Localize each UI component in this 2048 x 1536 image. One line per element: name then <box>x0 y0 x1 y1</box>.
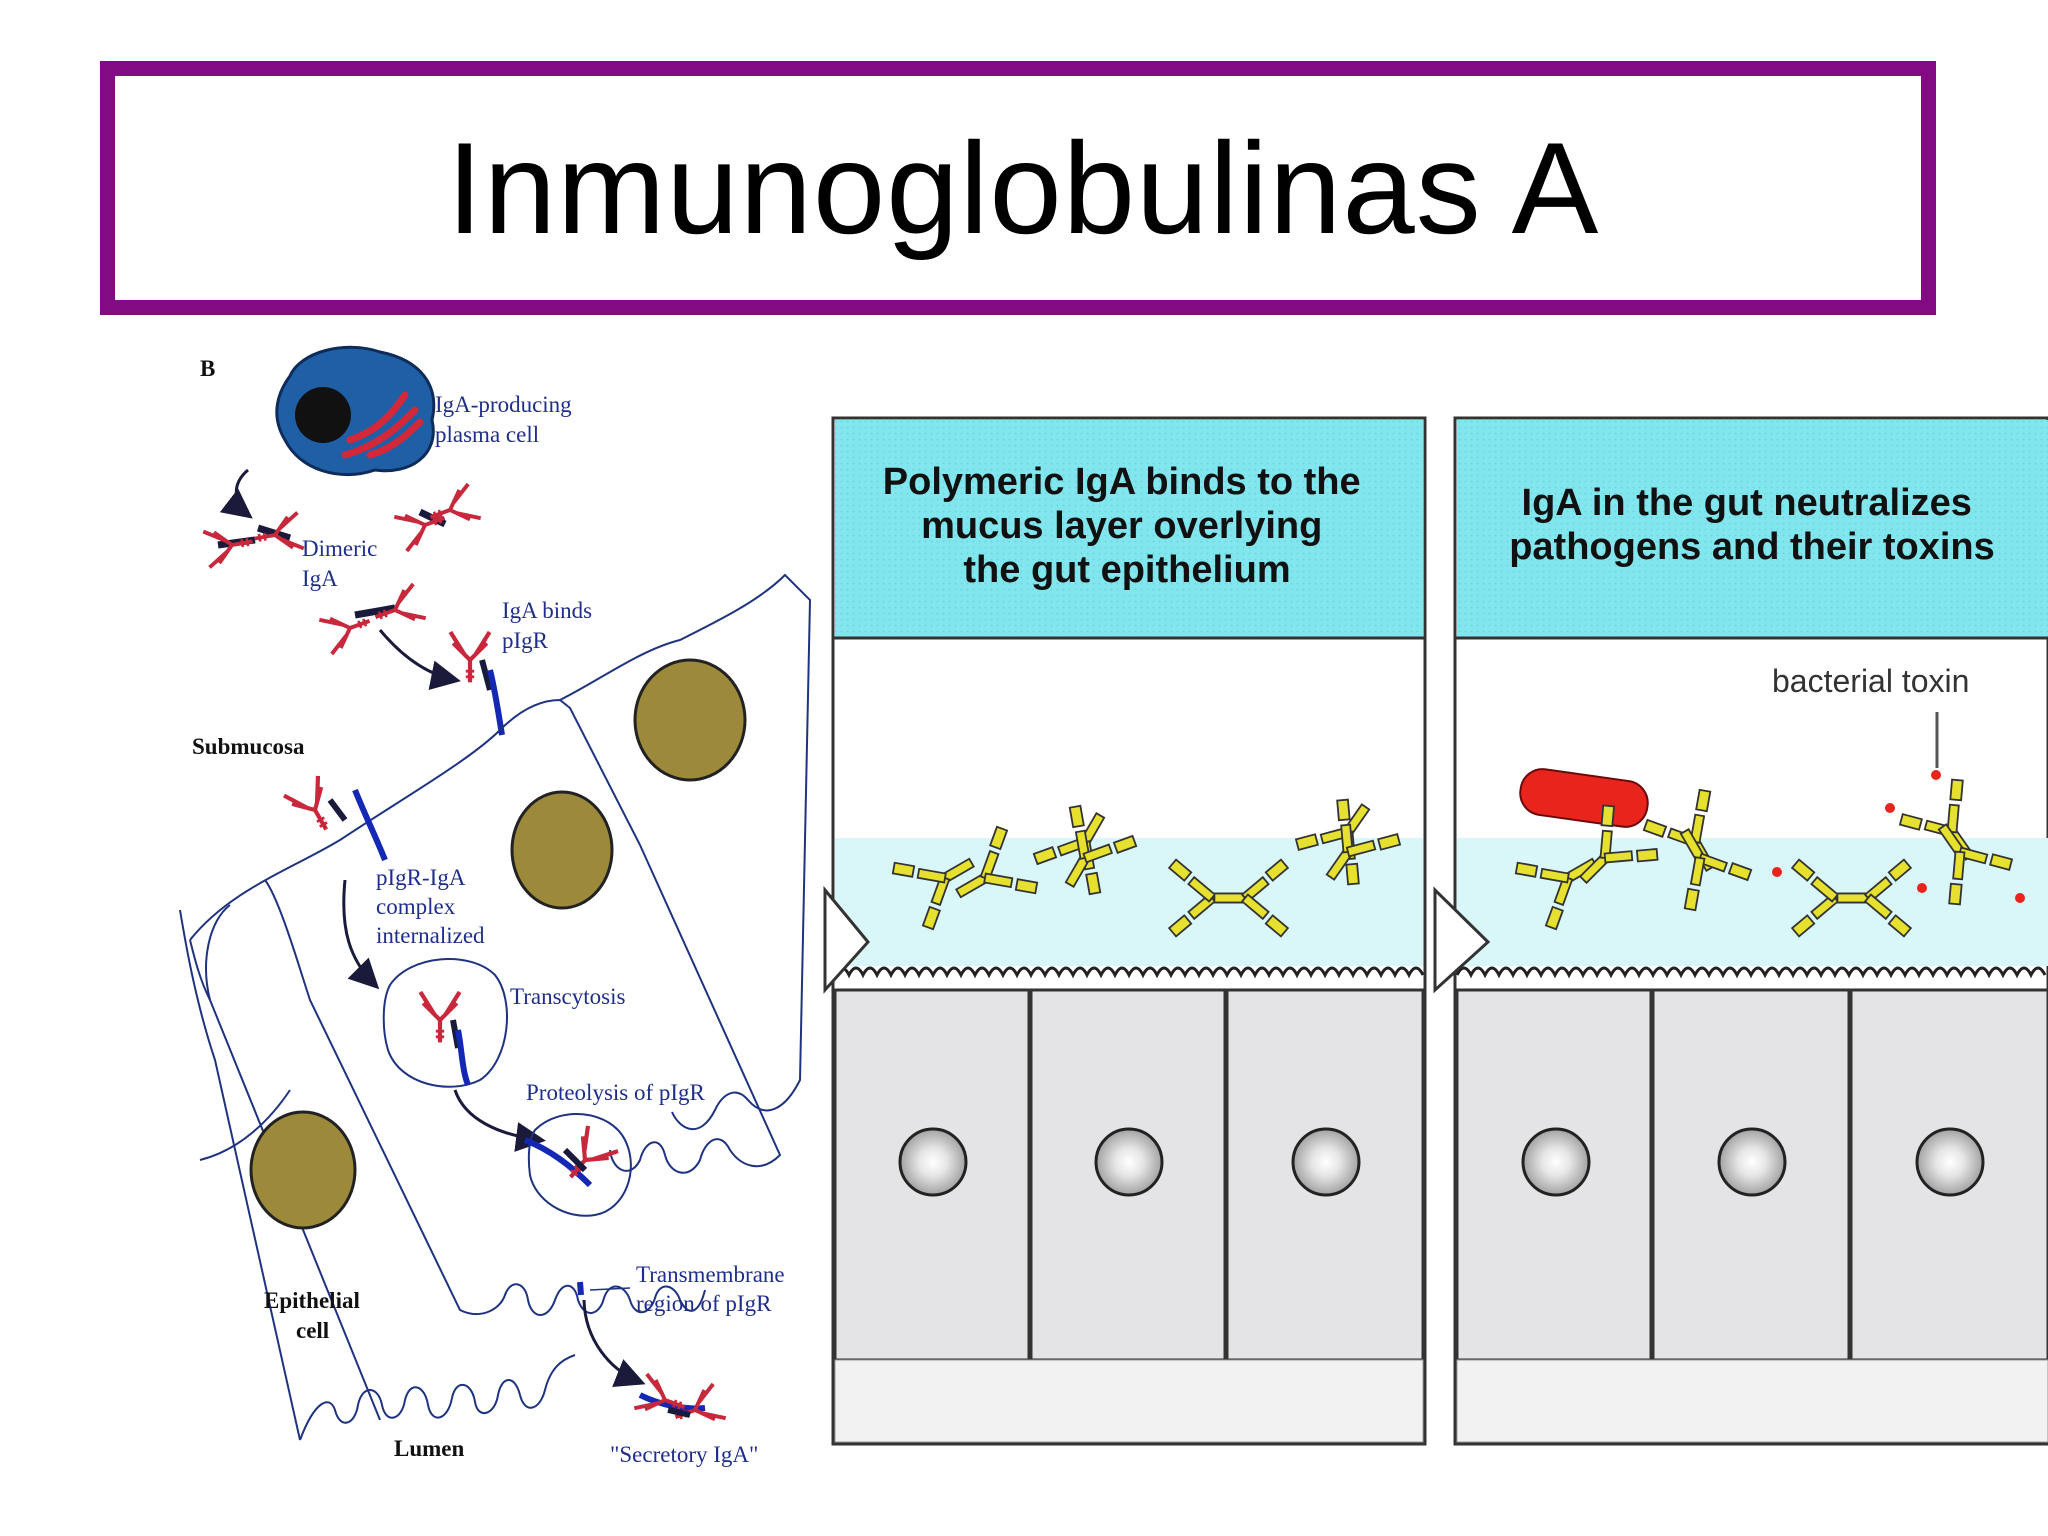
nucleus-3 <box>249 1110 357 1230</box>
label-complex: pIgR-IgA complex internalized <box>376 865 485 948</box>
panel-a-nucleus-3 <box>1291 1127 1361 1197</box>
panel-a-nucleus-1 <box>898 1127 968 1197</box>
panel-letter-b: B <box>200 356 215 381</box>
panel-a-title: Polymeric IgA binds to the mucus layer o… <box>883 461 1371 591</box>
label-proteolysis: Proteolysis of pIgR <box>526 1080 706 1105</box>
toxin-dot-2 <box>1885 803 1895 813</box>
nucleus-1 <box>633 658 747 782</box>
panel-b-nucleus-2 <box>1717 1127 1787 1197</box>
panel-a-microvilli <box>833 966 1425 979</box>
transmembrane-region <box>577 1281 646 1387</box>
plasma-cell <box>275 345 436 477</box>
panel-b-basement <box>1456 1359 2048 1443</box>
panel-a: Polymeric IgA binds to the mucus layer o… <box>823 416 1427 1446</box>
label-epithelial: Epithelial cell <box>264 1288 366 1343</box>
toxin-dot-4 <box>1772 867 1782 877</box>
slide-title: Inmunoglobulinas A <box>446 115 1600 261</box>
panel-a-basement <box>834 1359 1424 1443</box>
dimeric-iga <box>201 482 483 570</box>
toxin-dot-3 <box>2015 893 2025 903</box>
label-iga-binds: IgA binds pIgR <box>502 598 598 653</box>
bacterium <box>1519 768 1649 828</box>
panel-a-mucus <box>835 838 1423 966</box>
nucleus-2 <box>510 790 614 910</box>
left-figure: B IgA-producing plasma cell Dimeric IgA <box>179 345 812 1467</box>
label-bacterial-toxin: bacterial toxin <box>1772 663 1969 699</box>
toxin-dot-5 <box>1917 883 1927 893</box>
label-dimeric: Dimeric IgA <box>302 536 383 591</box>
epithelial-cells <box>179 573 812 1441</box>
panel-a-header <box>835 420 1423 638</box>
label-transcytosis: Transcytosis <box>510 984 625 1009</box>
pigr-iga-complex <box>284 776 388 990</box>
panel-b-title: IgA in the gut neutralizes pathogens and… <box>1509 482 1995 568</box>
toxin-dot-1 <box>1931 770 1941 780</box>
secretory-iga <box>632 1372 728 1437</box>
panel-a-arrow <box>823 885 870 994</box>
proteolysis-vesicle <box>523 1113 632 1217</box>
panel-a-nucleus-2 <box>1094 1127 1164 1197</box>
panel-b-arrow <box>1433 886 1491 994</box>
label-lumen: Lumen <box>394 1436 465 1461</box>
panel-b-header <box>1457 420 2048 638</box>
label-transmembrane: Transmembrane region of pIgR <box>636 1262 790 1316</box>
panel-b-nucleus-3 <box>1915 1127 1985 1197</box>
label-plasma-cell: IgA-producing plasma cell <box>435 392 577 447</box>
panel-b-nucleus-1 <box>1521 1127 1591 1197</box>
label-secretory: "Secretory IgA" <box>610 1442 758 1467</box>
panel-b: IgA in the gut neutralizes pathogens and… <box>1433 416 2048 1446</box>
arrow-plasma-to-dimeric <box>219 468 253 519</box>
title-box: Inmunoglobulinas A <box>100 61 1936 315</box>
panel-b-microvilli <box>1455 966 2047 979</box>
label-submucosa: Submucosa <box>192 734 305 759</box>
iga-binding-pigr <box>317 582 505 736</box>
